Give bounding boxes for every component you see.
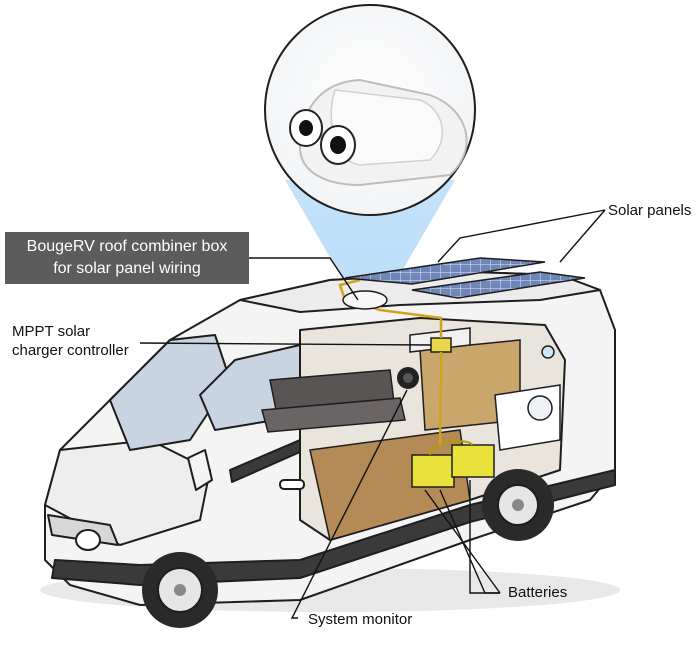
mppt-label-line1: MPPT solar [12,323,91,340]
solar-panel-icon [344,257,586,299]
combiner-box-label-line1: BougeRV roof combiner box [26,238,228,255]
interior [261,327,561,541]
leader-lines [139,209,606,619]
bathroom-unit [494,384,561,451]
combiner-box-label-line2: for solar panel wiring [53,260,201,277]
rear-wheel [482,469,554,541]
mppt-label: MPPT solar charger controller [12,322,129,360]
system-monitor-label: System monitor [308,611,413,628]
monitor-icon [397,367,419,389]
solar-panels-label: Solar panels [608,202,692,219]
zoom-beam [285,180,455,300]
combiner-box-icon [342,290,388,310]
zoom-inset [264,4,476,216]
mppt-label-line2: charger controller [12,342,129,359]
mppt-controller-icon [430,337,452,353]
front-wheel [142,552,218,628]
batteries-label: Batteries [508,584,568,601]
combiner-box-callout: BougeRV roof combiner box for solar pane… [5,232,249,284]
battery-icon [411,440,495,488]
